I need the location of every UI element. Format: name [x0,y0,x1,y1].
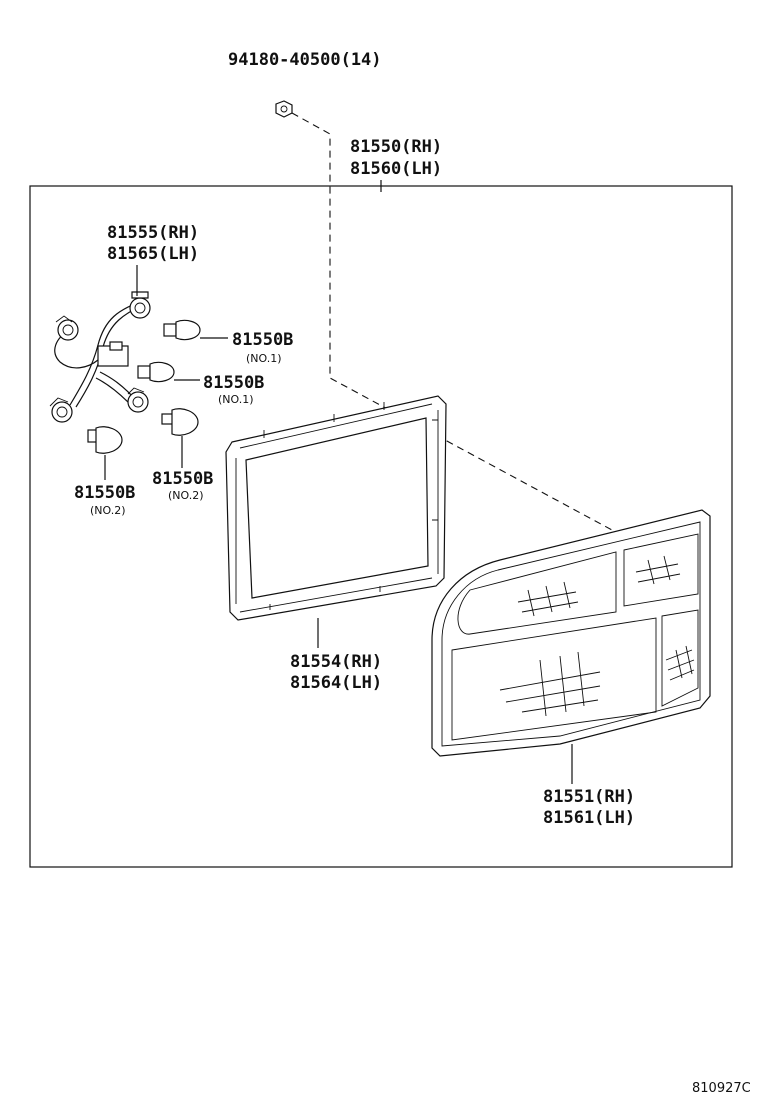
lens-lh-label: 81561(LH) [543,808,635,828]
gasket-rh-label: 81554(RH) [290,652,382,672]
bulb-no1-icon-2 [137,361,175,383]
assembly-lh-label: 81560(LH) [350,159,442,179]
screw-icon [275,100,293,118]
bulb-no1-icon [163,319,201,341]
bulb-c-note: (NO.2) [168,489,204,502]
bulb-no2-icon-2 [87,426,123,454]
bulb-b-note: (NO.1) [218,393,254,406]
screw-part-label: 94180-40500(14) [228,50,382,70]
socket-rh-label: 81555(RH) [107,223,199,243]
lens-rh-label: 81551(RH) [543,787,635,807]
bulb-d-note: (NO.2) [90,504,126,517]
diagram-code: 810927C [692,1081,751,1096]
bulb-b-label: 81550B [203,373,264,393]
bulb-no2-icon [161,408,199,436]
bulb-d-label: 81550B [74,483,135,503]
gasket-icon [225,395,447,621]
assembly-rh-label: 81550(RH) [350,137,442,157]
bulb-c-label: 81550B [152,469,213,489]
bulb-a-label: 81550B [232,330,293,350]
lens-icon [431,509,711,757]
gasket-lh-label: 81564(LH) [290,673,382,693]
socket-harness-icon [49,291,151,423]
bulb-a-note: (NO.1) [246,352,282,365]
socket-lh-label: 81565(LH) [107,244,199,264]
screw-leader-line [291,112,613,531]
